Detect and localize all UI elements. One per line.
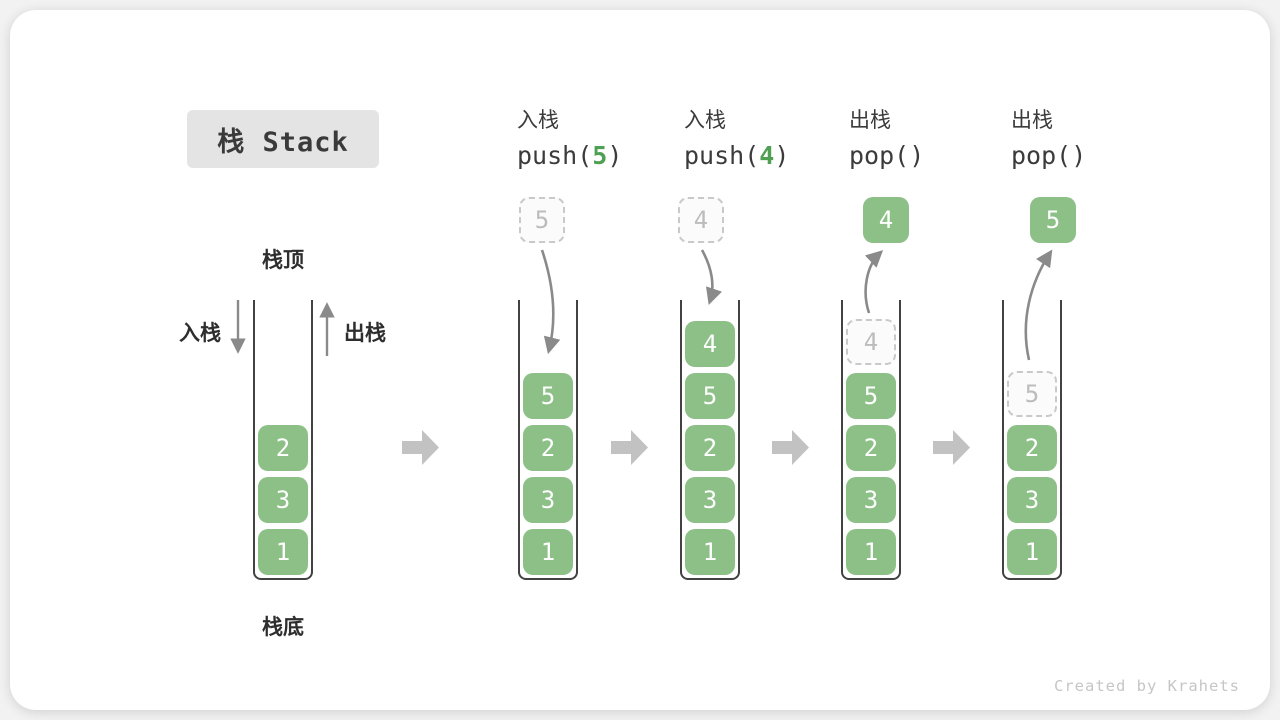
stack-cell: 4	[685, 321, 735, 367]
stack-cell-ghost: 4	[846, 319, 896, 365]
op-header-pop-1: 出栈 pop()	[849, 104, 924, 170]
op-arg: 5	[592, 141, 608, 170]
stack-cell: 2	[258, 425, 308, 471]
stack-cell: 1	[1007, 529, 1057, 575]
stack-cell: 3	[523, 477, 573, 523]
op-name: 出栈	[849, 109, 891, 132]
op-header-pop-2: 出栈 pop()	[1011, 104, 1086, 170]
stack-cell: 2	[685, 425, 735, 471]
op-arg: 4	[759, 141, 775, 170]
floating-cell-popped-4: 4	[863, 197, 909, 243]
op-header-push-5: 入栈 push(5)	[517, 104, 622, 170]
stack-cell: 2	[523, 425, 573, 471]
op-call: push(4)	[684, 141, 790, 170]
op-name: 出栈	[1011, 109, 1053, 132]
stack-cell: 2	[846, 425, 896, 471]
push-side-label: 入栈	[179, 322, 221, 345]
stack-cell: 3	[846, 477, 896, 523]
stack-cell: 1	[846, 529, 896, 575]
title-badge: 栈 Stack	[187, 110, 379, 168]
stack-container-2	[518, 300, 578, 580]
watermark: Created by Krahets	[1054, 677, 1240, 695]
stack-cell: 5	[685, 373, 735, 419]
stack-cell: 1	[258, 529, 308, 575]
stack-cell: 3	[685, 477, 735, 523]
stack-cell-ghost: 5	[1007, 371, 1057, 417]
op-call: pop()	[849, 141, 925, 170]
stack-container-4	[841, 300, 901, 580]
stack-cell: 3	[1007, 477, 1057, 523]
stack-container-1	[253, 300, 313, 580]
stack-cell: 5	[523, 373, 573, 419]
op-call: pop()	[1011, 141, 1087, 170]
stack-bottom-label: 栈底	[262, 616, 304, 639]
stack-cell: 1	[523, 529, 573, 575]
op-call: push(5)	[517, 141, 623, 170]
stack-container-5	[1002, 300, 1062, 580]
op-name: 入栈	[517, 109, 559, 132]
stack-cell: 3	[258, 477, 308, 523]
stack-cell: 5	[846, 373, 896, 419]
stack-cell: 2	[1007, 425, 1057, 471]
stack-container-3	[680, 300, 740, 580]
stack-top-label: 栈顶	[262, 249, 304, 272]
floating-cell-incoming-5: 5	[519, 197, 565, 243]
op-header-push-4: 入栈 push(4)	[684, 104, 789, 170]
floating-cell-popped-5: 5	[1030, 197, 1076, 243]
stack-cell: 1	[685, 529, 735, 575]
floating-cell-incoming-4: 4	[678, 197, 724, 243]
op-name: 入栈	[684, 109, 726, 132]
title-text: 栈 Stack	[217, 126, 349, 158]
pop-side-label: 出栈	[344, 322, 386, 345]
